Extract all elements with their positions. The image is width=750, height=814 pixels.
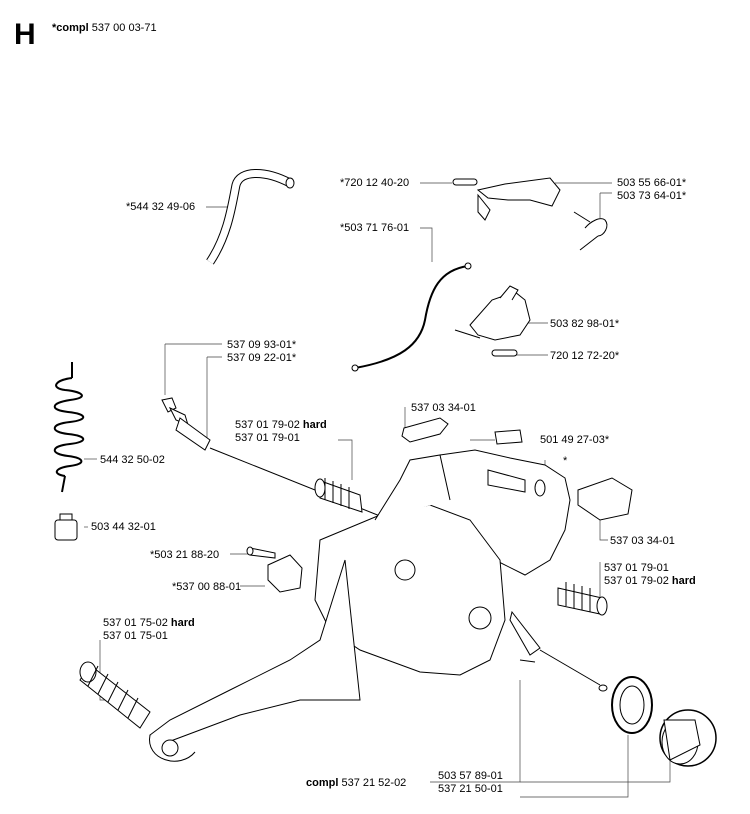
label-av-left: 537 01 75-01 — [103, 630, 168, 642]
tank-cap-drawing — [659, 709, 717, 767]
label-star: * — [563, 455, 568, 467]
label-av-right: 537 01 79-01 — [604, 562, 669, 574]
av-spring-right-drawing — [557, 582, 608, 616]
fuel-filter-drawing — [54, 513, 78, 541]
av-spring-top-drawing — [314, 478, 363, 513]
label-pin-left: *720 12 40-20 — [340, 177, 410, 189]
valve-drawing — [161, 397, 211, 451]
label-valve-a: 537 09 93-01* — [227, 339, 297, 351]
label-clip: 501 49 27-03* — [540, 434, 610, 446]
label-tank: compl 537 21 52-02 — [306, 777, 406, 789]
throttle-lever-drawing — [476, 177, 608, 251]
header-number: 537 00 03-71 — [91, 22, 157, 34]
label-av-left-hard: 537 01 75-02 hard — [103, 617, 195, 629]
spring-drawing — [53, 362, 85, 493]
label-bolt: *503 21 88-20 — [150, 549, 220, 561]
label-hose: *544 32 49-06 — [126, 201, 196, 213]
fuel-hose-drawing — [206, 169, 295, 265]
throttle-cable-drawing — [351, 262, 472, 372]
label-pin-right: 720 12 72-20* — [550, 350, 620, 362]
label-spring: 544 32 50-02 — [100, 454, 165, 466]
label-av-right-hard: 537 01 79-02 hard — [604, 575, 696, 587]
av-right-hard-number: 537 01 79-02 — [604, 575, 669, 587]
label-seal-a: 503 57 89-01 — [438, 770, 503, 782]
seal-ring-drawing — [611, 676, 653, 734]
tank-number: 537 21 52-02 — [341, 777, 407, 789]
pin-drawing — [452, 178, 478, 186]
section-letter: H — [14, 18, 36, 51]
label-cable: *503 71 76-01 — [340, 222, 410, 234]
label-valve-b: 537 09 22-01* — [227, 352, 297, 364]
av-right-hard-word: hard — [671, 575, 696, 587]
bracket-drawing — [267, 554, 303, 593]
assembly-header: *compl 537 00 03-71 — [52, 22, 157, 34]
label-grip-right: 537 03 34-01 — [610, 535, 675, 547]
grip-right-drawing — [577, 477, 633, 521]
front-handle-drawing — [424, 449, 571, 576]
tank-prefix: compl — [306, 777, 339, 789]
av-left-hard-word: hard — [170, 617, 195, 629]
grip-top-drawing — [401, 417, 449, 443]
av-top-hard-word: hard — [302, 419, 327, 431]
label-grip-top: 537 03 34-01 — [411, 402, 476, 414]
label-trigger: 503 82 98-01* — [550, 318, 620, 330]
label-av-top: 537 01 79-01 — [235, 432, 300, 444]
label-bracket: *537 00 88-01 — [172, 581, 242, 593]
throttle-trigger-drawing — [454, 285, 531, 357]
label-lever-a: 503 55 66-01* — [617, 177, 687, 189]
clip-drawing — [494, 429, 523, 445]
label-lever-b: 503 73 64-01* — [617, 190, 687, 202]
label-filter: 503 44 32-01 — [91, 521, 156, 533]
link-rod-drawing — [509, 610, 608, 692]
av-top-hard-number: 537 01 79-02 — [235, 419, 300, 431]
av-spring-left-drawing — [79, 661, 151, 729]
label-seal-b: 537 21 50-01 — [438, 783, 503, 795]
rod-drawing — [209, 447, 391, 521]
tank-body-drawing — [149, 454, 506, 762]
bolt-drawing — [246, 546, 276, 559]
header-prefix: *compl — [52, 22, 89, 34]
label-av-top-hard: 537 01 79-02 hard — [235, 419, 327, 431]
av-left-hard-number: 537 01 75-02 — [103, 617, 168, 629]
